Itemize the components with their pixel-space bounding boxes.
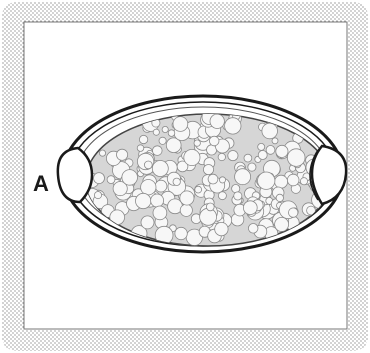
operculum-left	[58, 148, 92, 202]
operculum-label: A	[33, 171, 49, 196]
